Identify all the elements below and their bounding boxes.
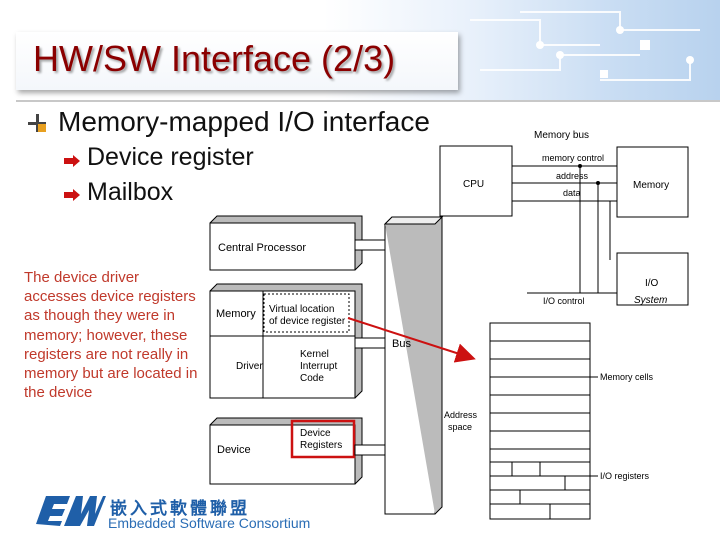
mapping-arrow <box>347 317 476 363</box>
memory-control-label: memory control <box>542 153 604 163</box>
arrow-bullet-icon <box>64 155 80 167</box>
cpu-box <box>439 145 513 217</box>
bullet-block-icon <box>28 114 46 132</box>
data-label: data <box>563 188 581 198</box>
io-registers-label: I/O registers <box>600 471 650 481</box>
memory-box <box>209 290 356 399</box>
description-text: The device driver accesses device regist… <box>24 269 198 402</box>
io-system-label: System <box>634 295 667 306</box>
cpu-label: CPU <box>463 179 484 190</box>
device-registers-box <box>290 419 356 459</box>
memory-right-label: Memory <box>633 180 669 191</box>
title-box <box>16 32 458 90</box>
central-processor-label: Central Processor <box>218 242 306 254</box>
io-label: I/O <box>645 278 659 289</box>
kernel-label-3: Code <box>300 373 324 384</box>
memory-cells-grid <box>490 340 590 519</box>
virtual-location-box <box>263 293 350 333</box>
address-space-label-1: Address <box>444 410 478 420</box>
slide-title: HW/SW Interface (2/3) <box>33 38 396 79</box>
address-space-label-2: space <box>448 422 472 432</box>
bus-label: Bus <box>392 338 411 350</box>
virtual-location-label-2: of device register <box>269 316 346 327</box>
bullet-memory-mapped: Memory-mapped I/O interface <box>58 106 430 137</box>
device-registers-label-1: Device <box>300 428 331 439</box>
io-control-label: I/O control <box>543 296 585 306</box>
io-system-box <box>616 252 689 306</box>
memory-label: Memory <box>216 308 256 320</box>
esw-logo-icon <box>36 496 106 526</box>
device-box <box>209 424 356 485</box>
kernel-label-2: Interrupt <box>300 361 337 372</box>
memory-cells-label: Memory cells <box>600 372 654 382</box>
logo-chinese-text: 嵌入式軟體聯盟 <box>110 499 250 519</box>
logo-english-text: Embedded Software Consortium <box>108 515 311 531</box>
memory-bus-label: Memory bus <box>534 130 589 141</box>
driver-label: Driver <box>236 361 263 372</box>
memory-right-box <box>616 146 689 218</box>
virtual-location-label-1: Virtual location <box>269 304 334 315</box>
kernel-label-1: Kernel <box>300 349 329 360</box>
bullet-device-register: Device register <box>87 143 254 171</box>
bullet-mailbox: Mailbox <box>87 178 174 206</box>
address-space-column <box>489 322 591 520</box>
device-registers-label-2: Registers <box>300 440 342 451</box>
device-label: Device <box>217 444 251 456</box>
central-processor-box <box>209 222 356 271</box>
title-divider <box>16 100 720 102</box>
arrow-bullet-icon <box>64 189 80 201</box>
circuit-decoration <box>470 11 700 81</box>
address-label: address <box>556 171 589 181</box>
